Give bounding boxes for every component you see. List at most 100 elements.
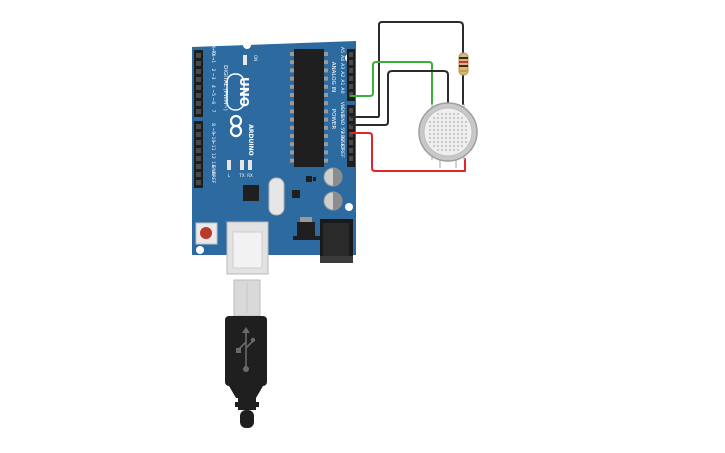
- power-header-title: POWER: [330, 109, 336, 130]
- sensor-mesh-dot: [428, 120, 432, 124]
- digital-pin-label: ~3: [210, 73, 216, 80]
- sensor-mesh-dot: [456, 136, 460, 140]
- sensor-mesh-dot: [436, 144, 440, 148]
- power-pin-label: RESET: [339, 135, 345, 150]
- digital-pin-label: ~11: [210, 141, 216, 151]
- sensor-mesh-dot: [444, 116, 448, 120]
- sensor-mesh-dot: [428, 136, 432, 140]
- chip-pin: [324, 52, 328, 56]
- sensor-mesh-dot: [460, 128, 464, 132]
- sensor-mesh-dot: [440, 128, 444, 132]
- dc-power-jack: [320, 219, 353, 263]
- chip-pin: [290, 125, 294, 130]
- sensor-mesh-dot: [452, 144, 456, 148]
- sensor-mesh-dot: [464, 128, 468, 132]
- digital-header: [194, 50, 203, 188]
- power-analog-header: [347, 49, 355, 167]
- power-pin-label: GND: [339, 115, 345, 126]
- sensor-mesh-dot: [448, 120, 452, 124]
- sensor-mesh-dot: [440, 144, 444, 148]
- sensor-mesh-dot: [436, 140, 440, 144]
- digital-pin-label: 2: [210, 68, 216, 71]
- chip-pin: [290, 68, 294, 73]
- sensor-mesh-dot: [432, 116, 436, 120]
- power-pin-label: 3.3V: [339, 131, 345, 142]
- analog-pin-label: A0: [339, 87, 345, 93]
- sensor-mesh-dot: [444, 112, 448, 116]
- led-label-tx: TX: [238, 173, 244, 178]
- wire-black-gnd[interactable]: [350, 21, 464, 118]
- digital-pin-label: 7: [210, 109, 216, 112]
- sensor-mesh-dot: [452, 132, 456, 136]
- analog-pin-label: A3: [339, 63, 345, 69]
- sensor-mesh-dot: [460, 116, 464, 120]
- mounting-hole: [196, 246, 204, 254]
- chip-pin: [324, 101, 328, 106]
- sensor-mesh-dot: [452, 120, 456, 124]
- atmega-chip: [290, 49, 328, 167]
- sensor-mesh-dot: [448, 124, 452, 128]
- sensor-mesh-dot: [432, 120, 436, 124]
- sensor-mesh-dot: [460, 144, 464, 148]
- chip-pin: [290, 101, 294, 106]
- sensor-mesh-dot: [452, 124, 456, 128]
- resistor[interactable]: [458, 52, 469, 76]
- digital-pin-label: ~9: [210, 127, 216, 134]
- wire-green-a0[interactable]: [350, 61, 433, 105]
- arduino-logo-icon: [229, 114, 243, 138]
- wire-red-5v[interactable]: [350, 132, 466, 172]
- sensor-mesh-dot: [436, 148, 440, 152]
- chip-pin: [290, 109, 294, 114]
- usb-cable[interactable]: [225, 279, 267, 428]
- sensor-mesh-dot: [456, 120, 460, 124]
- reset-button[interactable]: [195, 222, 218, 245]
- gas-sensor[interactable]: [418, 102, 478, 168]
- power-pin-label: GND: [339, 107, 345, 118]
- wire-black-gnd-sensor[interactable]: [350, 70, 449, 126]
- analog-pin-label: A5: [339, 47, 345, 53]
- sensor-mesh-dot: [436, 128, 440, 132]
- mounting-hole: [243, 41, 251, 49]
- sensor-mesh-dot: [456, 140, 460, 144]
- digital-pin-label: 13: [210, 161, 216, 167]
- sensor-mesh-dot: [456, 148, 460, 152]
- analog-pin-label: A4: [339, 55, 345, 61]
- sensor-mesh-dot: [436, 112, 440, 116]
- sensor-mesh-dot: [444, 128, 448, 132]
- chip-pin: [324, 150, 328, 155]
- sensor-mesh-dot: [440, 116, 444, 120]
- sensor-mesh-dot: [448, 148, 452, 152]
- sensor-mesh-dot: [464, 140, 468, 144]
- sensor-mesh-dot: [456, 128, 460, 132]
- small-chip: [292, 190, 300, 198]
- sensor-mesh-dot: [444, 120, 448, 124]
- sensor-mesh-dot: [440, 124, 444, 128]
- on-led: [243, 55, 247, 65]
- usb-symbol-icon: [236, 327, 256, 372]
- sensor-mesh-dot: [432, 144, 436, 148]
- sensor-mesh-dot: [456, 116, 460, 120]
- chip-pin: [324, 93, 328, 97]
- chip-pin: [290, 158, 294, 163]
- chip-pin: [324, 68, 328, 73]
- sensor-mesh-dot: [428, 132, 432, 136]
- sensor-mesh-dot: [452, 128, 456, 132]
- chip-pin: [324, 84, 328, 89]
- sensor-mesh-dot: [444, 132, 448, 136]
- sensor-mesh-dot: [444, 140, 448, 144]
- chip-pin: [290, 60, 294, 65]
- digital-header-title: DIGITAL (PWM~): [222, 65, 228, 111]
- sensor-mesh-dot: [436, 116, 440, 120]
- sensor-mesh-dot: [448, 140, 452, 144]
- chip-pin: [324, 134, 328, 138]
- sensor-mesh-dot: [436, 136, 440, 140]
- sensor-mesh-dot: [428, 140, 432, 144]
- analog-pin-label: A2: [339, 71, 345, 77]
- sensor-mesh-dot: [440, 120, 444, 124]
- sensor-mesh-dot: [460, 136, 464, 140]
- usb-controller-chip: [243, 185, 259, 201]
- sensor-mesh-dot: [456, 112, 460, 116]
- analog-header-title: ANALOG IN: [330, 62, 336, 93]
